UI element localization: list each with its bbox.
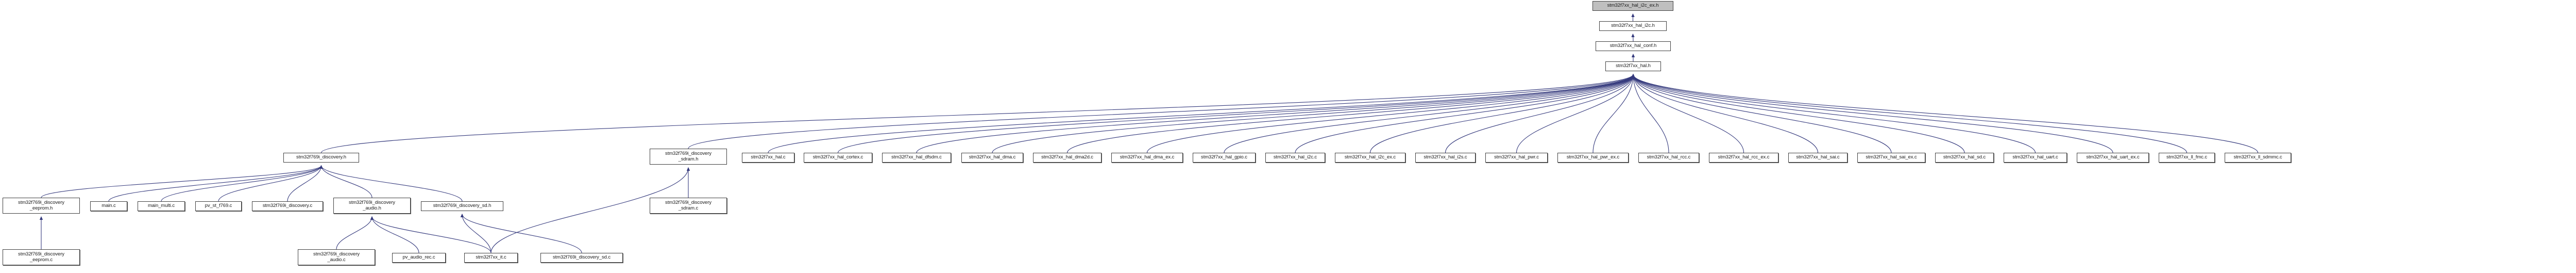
graph-edge [370,216,419,253]
graph-node-stm32f7xx-hal-cortex-c[interactable]: stm32f7xx_hal_cortex.c [804,153,872,163]
graph-edge [1631,74,2113,153]
graph-edge [287,165,323,202]
graph-edge [1516,74,1635,153]
graph-edge [1445,74,1635,153]
graph-edge [1631,74,1892,153]
graph-node-stm32f7xx-hal-dma-ex-c[interactable]: stm32f7xx_hal_dma_ex.c [1111,153,1183,163]
graph-edge [1295,74,1635,153]
graph-edge [1592,74,1635,153]
graph-node-stm32f7xx-it-c[interactable]: stm32f7xx_it.c [464,253,518,263]
graph-edge [1631,74,1669,153]
graph-node-stm32f7xx-hal-dma2d-c[interactable]: stm32f7xx_hal_dma2d.c [1033,153,1101,163]
graph-node-stm32f769i-discovery-eeprom-h[interactable]: stm32f769i_discovery _eeprom.h [3,198,80,214]
graph-node-stm32f769i-discovery-audio-c[interactable]: stm32f769i_discovery _audio.c [298,249,375,265]
graph-node-stm32f7xx-hal-c[interactable]: stm32f7xx_hal.c [742,153,794,163]
graph-node-stm32f769i-discovery-sd-c[interactable]: stm32f769i_discovery_sd.c [540,253,623,263]
graph-node-stm32f7xx-hal-i2c-c[interactable]: stm32f7xx_hal_i2c.c [1265,153,1325,163]
graph-node-stm32f769i-discovery-h[interactable]: stm32f769i_discovery.h [283,153,359,163]
graph-node-main-multi-c[interactable]: main_multi.c [138,201,185,211]
graph-node-stm32f7xx-hal-i2c-ex-h[interactable]: stm32f7xx_hal_i2c_ex.h [1592,1,1673,11]
graph-edge [1146,74,1635,153]
graph-node-stm32f769i-discovery-eeprom-c[interactable]: stm32f769i_discovery _eeprom.c [3,249,80,265]
graph-node-stm32f7xx-hal-dma-c[interactable]: stm32f7xx_hal_dma.c [961,153,1023,163]
edge-group [39,13,2259,253]
graph-node-pv-audio-rec-c[interactable]: pv_audio_rec.c [392,253,446,263]
graph-edge [1631,74,1965,153]
graph-edge [1631,74,2259,153]
graph-node-stm32f7xx-hal-i2s-c[interactable]: stm32f7xx_hal_i2s.c [1415,153,1476,163]
graph-node-stm32f769i-discovery-sd-h[interactable]: stm32f769i_discovery_sd.h [421,201,503,211]
graph-node-pv-st-f769-c[interactable]: pv_st_f769.c [195,201,242,211]
graph-node-stm32f7xx-hal-sai-ex-c[interactable]: stm32f7xx_hal_sai_ex.c [1857,153,1925,163]
graph-edge [336,216,374,250]
graph-node-stm32f7xx-hal-rcc-ex-c[interactable]: stm32f7xx_hal_rcc_ex.c [1709,153,1778,163]
graph-edge [992,74,1635,153]
graph-edge [218,165,323,202]
graph-node-stm32f7xx-hal-pwr-ex-c[interactable]: stm32f7xx_hal_pwr_ex.c [1557,153,1629,163]
graph-node-stm32f7xx-hal-dfsdm-c[interactable]: stm32f7xx_hal_dfsdm.c [882,153,951,163]
graph-node-stm32f7xx-hal-uart-ex-c[interactable]: stm32f7xx_hal_uart_ex.c [2077,153,2149,163]
graph-node-stm32f769i-discovery-audio-h[interactable]: stm32f769i_discovery _audio.h [333,198,411,214]
graph-node-stm32f7xx-hal-i2c-h[interactable]: stm32f7xx_hal_i2c.h [1599,21,1667,31]
graph-node-stm32f7xx-hal-uart-c[interactable]: stm32f7xx_hal_uart.c [2004,153,2067,163]
graph-node-stm32f7xx-hal-gpio-c[interactable]: stm32f7xx_hal_gpio.c [1193,153,1256,163]
graph-node-stm32f769i-discovery-sdram-c[interactable]: stm32f769i_discovery _sdram.c [650,198,727,214]
graph-edge [320,74,1635,153]
graph-edge [1066,74,1635,153]
graph-edge [916,74,1635,153]
graph-edge [460,214,492,253]
graph-node-main-c[interactable]: main.c [90,201,127,211]
graph-node-stm32f7xx-hal-rcc-c[interactable]: stm32f7xx_hal_rcc.c [1638,153,1699,163]
graph-edge [1631,74,1819,153]
graph-edge [370,216,492,253]
graph-node-stm32f769i-discovery-sdram-h[interactable]: stm32f769i_discovery _sdram.h [650,149,727,165]
graph-node-stm32f7xx-hal-sai-c[interactable]: stm32f7xx_hal_sai.c [1788,153,1848,163]
graph-edge [41,165,323,198]
graph-node-stm32f7xx-hal-sd-c[interactable]: stm32f7xx_hal_sd.c [1935,153,1994,163]
graph-edge [688,74,1635,149]
graph-node-stm32f769i-discovery-c[interactable]: stm32f769i_discovery.c [252,201,323,211]
graph-node-stm32f7xx-hal-h[interactable]: stm32f7xx_hal.h [1605,61,1661,71]
graph-edge [1631,74,2036,153]
graph-edge [1224,74,1635,153]
graph-node-stm32f7xx-hal-conf-h[interactable]: stm32f7xx_hal_conf.h [1596,41,1671,51]
graph-edge [768,74,1635,153]
graph-edge [1631,34,1635,42]
graph-edge [837,74,1635,153]
graph-edge [161,165,323,202]
graph-node-stm32f7xx-ll-fmc-c[interactable]: stm32f7xx_ll_fmc.c [2159,153,2215,163]
graph-node-stm32f7xx-hal-i2c-ex-c[interactable]: stm32f7xx_hal_i2c_ex.c [1335,153,1405,163]
graph-edge [108,165,323,202]
graph-node-stm32f7xx-hal-pwr-c[interactable]: stm32f7xx_hal_pwr.c [1485,153,1548,163]
graph-edge [319,165,372,198]
graph-edge [1631,74,1744,153]
graph-edge [1631,74,2188,153]
graph-edge [319,165,463,202]
graph-node-stm32f7xx-ll-sdmmc-c[interactable]: stm32f7xx_ll_sdmmc.c [2225,153,2291,163]
graph-edge [1369,74,1635,153]
graph-edge [460,214,582,253]
